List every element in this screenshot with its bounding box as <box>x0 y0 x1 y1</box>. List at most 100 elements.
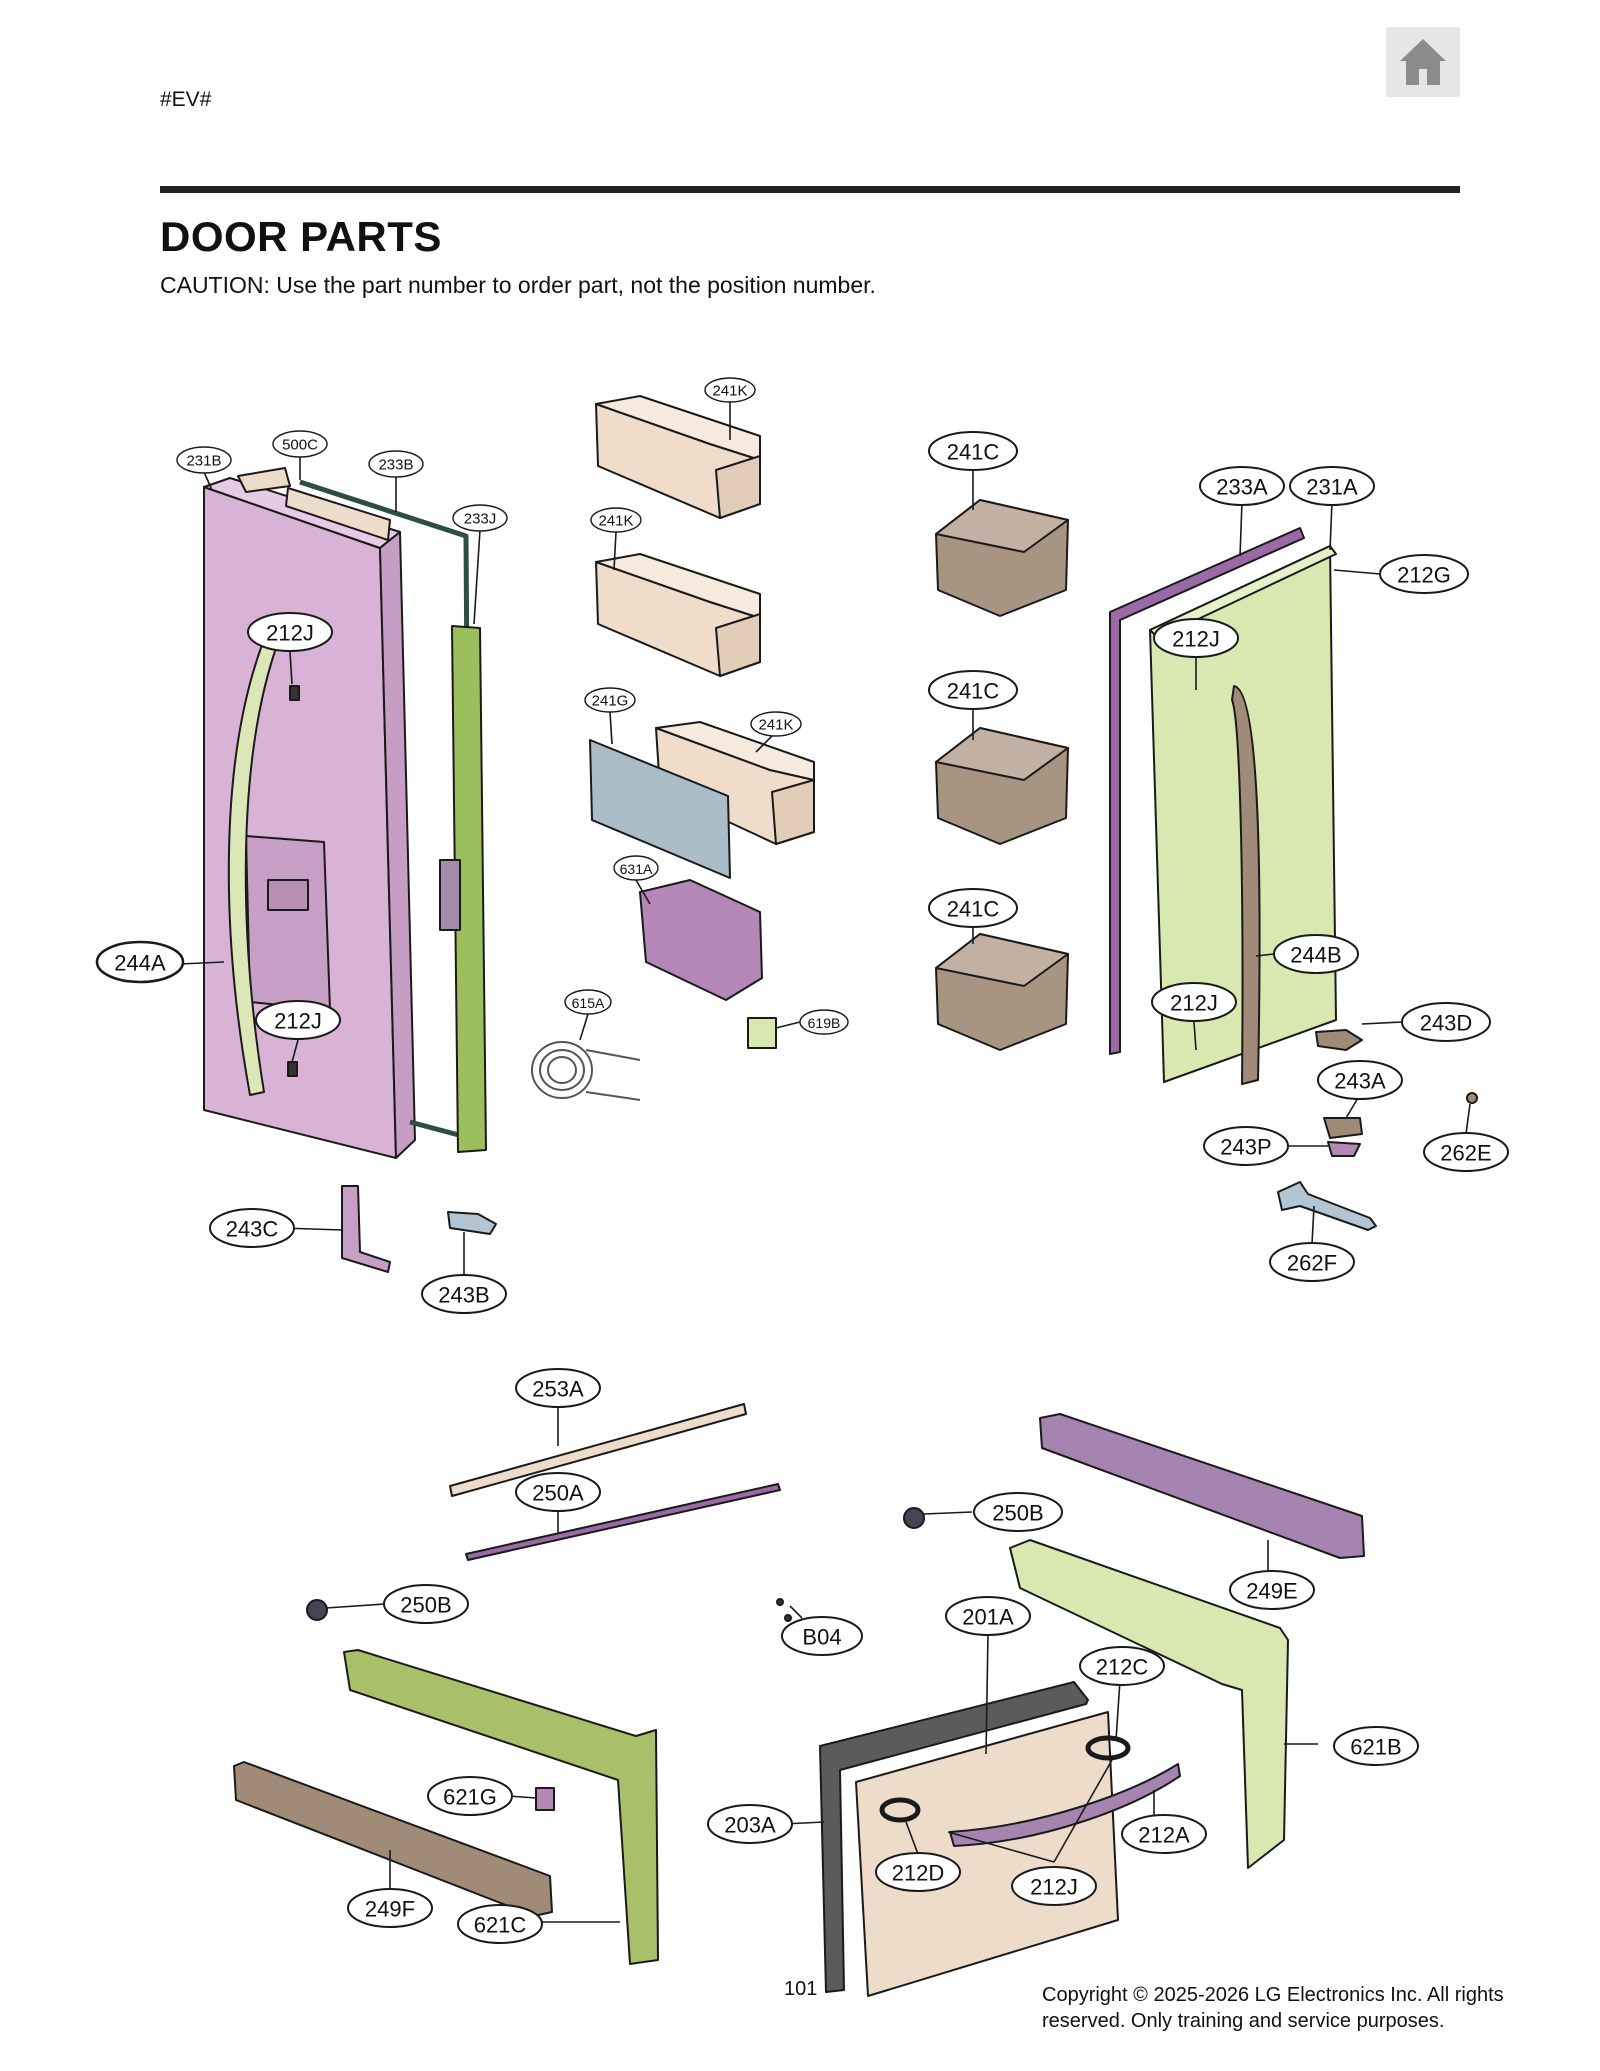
callout-621c-oval <box>457 1904 543 1944</box>
callout-250b-b-label: 250B <box>992 1501 1043 1526</box>
door-bin-241k-top <box>595 395 761 519</box>
callout-243p-label: 243P <box>1220 1135 1271 1160</box>
callout-243d-label: 243D <box>1420 1011 1473 1036</box>
callout-241g-oval <box>584 687 636 713</box>
callout-212j-b-label: 212J <box>274 1009 322 1034</box>
part-201a-drawer-face <box>855 1711 1119 1997</box>
callout-233j-oval <box>452 504 508 532</box>
right-handle-part <box>1231 685 1261 1085</box>
callout-212j-d-label: 212J <box>1170 991 1218 1016</box>
part-253a-strip <box>449 1403 747 1497</box>
home-button[interactable] <box>1386 27 1460 97</box>
callout-243b-label: 243B <box>438 1283 489 1308</box>
part-621c-bracket <box>343 1649 659 1965</box>
section-title: DOOR PARTS <box>160 213 442 260</box>
callout-253a-label: 253A <box>532 1377 584 1402</box>
callout-631a-label: 631A <box>620 861 653 877</box>
callout-241k-a-oval <box>704 377 756 403</box>
callout-241c-b-label: 241C <box>947 679 1000 704</box>
callout-619b-label: 619B <box>808 1015 841 1031</box>
callout-243c-label: 243C <box>226 1217 279 1242</box>
callout-231b-label: 231B <box>186 453 221 470</box>
callout-250b-a-oval <box>383 1584 469 1624</box>
callout-212j-b-oval <box>255 1000 341 1040</box>
callout-b04-oval <box>781 1616 863 1656</box>
left-handle-part <box>227 644 277 1096</box>
part-262e <box>1466 1092 1478 1104</box>
callout-615a-label: 615A <box>572 995 605 1011</box>
callout-249e-label: 249E <box>1246 1579 1297 1604</box>
callout-233j-label: 233J <box>464 511 497 528</box>
callout-631a-oval <box>613 855 659 881</box>
part-631a <box>639 879 763 1001</box>
part-212d <box>879 1797 921 1823</box>
callout-203a-oval <box>707 1804 793 1844</box>
callout-212a-label: 212A <box>1138 1823 1190 1848</box>
callout-b04-label: B04 <box>802 1625 841 1650</box>
part-243c <box>341 1185 391 1273</box>
door-bin-241k-middle <box>595 553 761 677</box>
callout-212d-label: 212D <box>892 1861 945 1886</box>
callout-241k-a-label: 241K <box>712 383 747 400</box>
callout-250b-a-label: 250B <box>400 1593 451 1618</box>
callout-233a-label: 233A <box>1216 475 1268 500</box>
callout-201a-label: 201A <box>962 1605 1014 1630</box>
part-250b-gear-right <box>903 1507 925 1529</box>
callout-241c-a-label: 241C <box>947 440 1000 465</box>
callout-244a-label: 244A <box>114 951 166 976</box>
callout-212g-oval <box>1379 554 1469 594</box>
callout-212g-label: 212G <box>1397 563 1451 588</box>
callout-231a-oval <box>1289 466 1375 506</box>
part-262f <box>1277 1181 1377 1231</box>
callout-243p-oval <box>1203 1126 1289 1166</box>
callout-621c-label: 621C <box>474 1913 527 1938</box>
part-621g <box>535 1787 555 1811</box>
right-door-gasket <box>1109 527 1305 1055</box>
document-code: #EV# <box>160 88 212 111</box>
door-bin-241k-lower <box>655 721 815 845</box>
callout-243c-oval <box>209 1208 295 1248</box>
callout-241g-label: 241G <box>592 693 629 710</box>
callout-250a-oval <box>515 1472 601 1512</box>
callout-241c-a-oval <box>928 431 1018 471</box>
caution-text: CAUTION: Use the part number to order pa… <box>160 272 876 298</box>
part-241g-cover <box>589 739 731 879</box>
callout-212j-d-oval <box>1151 982 1237 1022</box>
callout-212j-c-oval <box>1153 618 1239 658</box>
part-250b-gear-left <box>306 1599 328 1621</box>
callout-249e-oval <box>1229 1570 1315 1610</box>
part-249f-rail <box>233 1761 553 1917</box>
callout-621b-label: 621B <box>1350 1735 1401 1760</box>
callout-241k-c-label: 241K <box>758 717 793 734</box>
copyright-notice: Copyright © 2025-2026 LG Electronics Inc… <box>1042 1984 1504 2032</box>
callout-212c-label: 212C <box>1096 1655 1149 1680</box>
part-615a <box>531 1041 641 1101</box>
callout-244b-label: 244B <box>1290 943 1341 968</box>
part-b04-screw-b <box>784 1614 792 1622</box>
callout-201a-oval <box>945 1596 1031 1636</box>
callout-241c-b-oval <box>928 670 1018 710</box>
home-icon <box>1400 39 1446 85</box>
part-243d <box>1315 1029 1363 1051</box>
callout-231b-oval <box>176 446 232 474</box>
callout-212j-a-oval <box>247 612 333 652</box>
callout-212a-oval <box>1121 1814 1207 1854</box>
callout-203a-label: 203A <box>724 1813 776 1838</box>
callout-243b-oval <box>421 1274 507 1314</box>
callout-249f-label: 249F <box>365 1897 415 1922</box>
part-243p <box>1327 1141 1361 1157</box>
callout-212d-oval <box>875 1852 961 1892</box>
part-243a <box>1323 1117 1363 1139</box>
part-203a-gasket <box>819 1681 1089 1993</box>
callout-621g-label: 621G <box>443 1785 497 1810</box>
callout-500c-label: 500C <box>282 437 318 454</box>
callout-621g-oval <box>427 1776 513 1816</box>
callout-243d-oval <box>1401 1002 1491 1042</box>
callout-262f-oval <box>1269 1242 1355 1282</box>
callout-241k-b-oval <box>590 507 642 533</box>
callout-621b-oval <box>1333 1726 1419 1766</box>
callout-212c-oval <box>1079 1646 1165 1686</box>
header-rule <box>160 186 1460 193</box>
part-212a-handle <box>949 1763 1181 1847</box>
